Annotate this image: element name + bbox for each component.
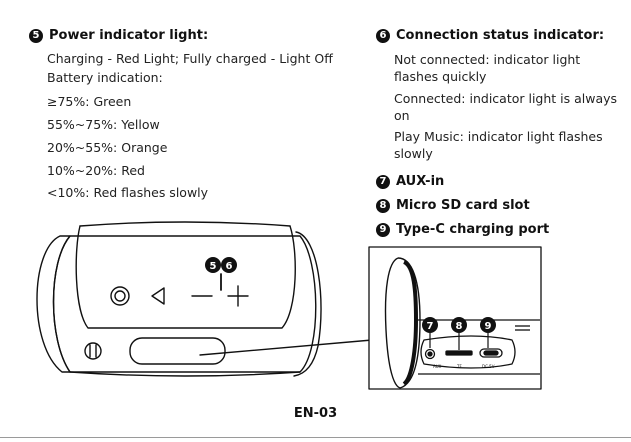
port-callout-7: 7 [427, 321, 434, 332]
callout-badge-9: 9 [376, 222, 390, 237]
callout-badge-6: 6 [376, 28, 390, 43]
type-c-heading: 9 Type-C charging port [376, 222, 549, 237]
page-number: EN-03 [293, 406, 338, 421]
play-music-text: Play Music: indicator light flashes slow… [394, 129, 603, 161]
not-connected-text: Not connected: indicator light flashes q… [394, 52, 581, 84]
type-c-label: Type-C charging port [396, 222, 550, 237]
port-label-aux: AUX [433, 364, 442, 369]
charging-status-text: Charging - Red Light; Fully charged - Li… [47, 51, 333, 66]
device-callout-6: 6 [226, 261, 233, 272]
aux-in-label: AUX-in [396, 174, 445, 189]
battery-indication-label: Battery indication: [47, 70, 163, 85]
power-indicator-title: Power indicator light: [49, 28, 209, 43]
battery-level-red-flash: <10%: Red flashes slowly [47, 185, 209, 200]
battery-level-orange: 20%~55%: Orange [47, 140, 168, 155]
port-callout-8: 8 [456, 321, 463, 332]
port-label-dc5v: DC 5V [482, 364, 495, 369]
callout-badge-7: 7 [376, 174, 390, 189]
battery-level-yellow: 55%~75%: Yellow [47, 117, 160, 132]
connected-text: Connected: indicator light is always on [394, 91, 618, 123]
connection-status-heading: 6 Connection status indicator: [376, 28, 604, 43]
battery-level-red: 10%~20%: Red [47, 163, 145, 178]
callout-badge-8: 8 [376, 198, 390, 213]
callout-badge-5: 5 [29, 28, 43, 43]
battery-level-green: ≥75%: Green [47, 94, 132, 109]
sd-slot-label: Micro SD card slot [396, 198, 530, 213]
power-indicator-heading: 5 Power indicator light: [29, 28, 208, 43]
aux-in-heading: 7 AUX-in [376, 174, 444, 189]
port-callout-9: 9 [485, 321, 492, 332]
device-callout-5: 5 [210, 261, 217, 272]
footer-divider [0, 437, 631, 438]
connection-status-title: Connection status indicator: [396, 28, 605, 43]
port-label-tf: TF [456, 364, 462, 369]
sd-slot-heading: 8 Micro SD card slot [376, 198, 530, 213]
